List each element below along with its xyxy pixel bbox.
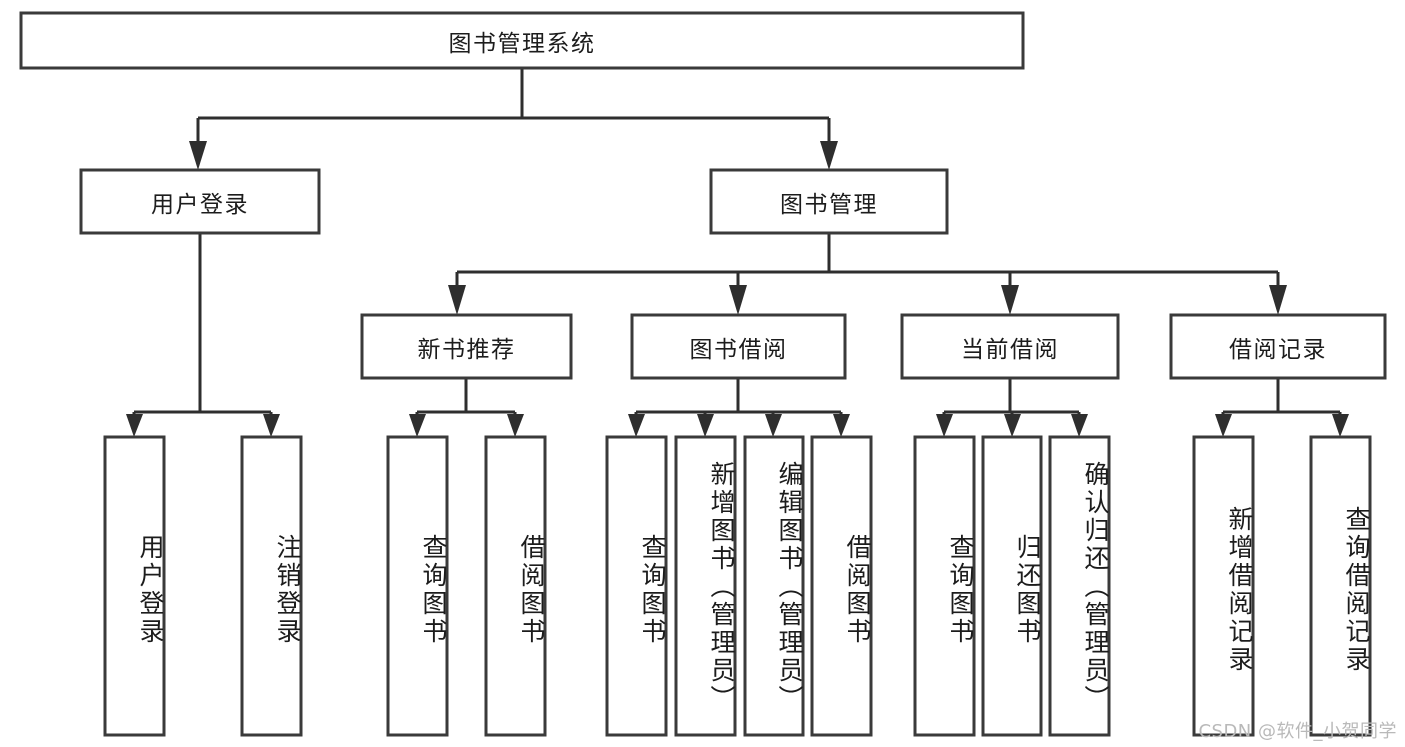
arrowhead-leaf-confirm-return <box>1071 414 1088 437</box>
arrowhead-user-login <box>189 141 207 170</box>
arrowhead-leaf-add-record <box>1215 414 1232 437</box>
node-leaf-edit-book[interactable] <box>743 435 805 737</box>
arrowhead-current-borrow <box>1001 285 1019 315</box>
arrowhead-leaf-logout-login <box>263 414 280 437</box>
node-book-borrow[interactable] <box>630 313 847 380</box>
arrowhead-leaf-return-book <box>1004 414 1021 437</box>
edge-group-current-borrow <box>936 378 1088 437</box>
edge-group-user-login <box>126 233 280 437</box>
arrowhead-new-book-recommend <box>448 285 466 315</box>
node-root[interactable] <box>19 11 1025 70</box>
node-leaf-borrow-book-1[interactable] <box>484 435 547 737</box>
arrowhead-leaf-borrow-book-1 <box>507 414 524 437</box>
arrowhead-leaf-borrow-book-2 <box>833 414 850 437</box>
node-leaf-query-book-2[interactable] <box>605 435 668 737</box>
edge-group-root <box>189 68 838 170</box>
edge-group-book-borrow <box>628 378 850 437</box>
node-new-book-recommend[interactable] <box>360 313 573 380</box>
edge-group-borrow-record <box>1215 378 1349 437</box>
node-current-borrow[interactable] <box>900 313 1120 380</box>
arrowhead-leaf-add-book <box>697 414 714 437</box>
node-leaf-borrow-book-2[interactable] <box>810 435 873 737</box>
node-borrow-record[interactable] <box>1169 313 1387 380</box>
arrowhead-book-manage <box>820 141 838 170</box>
node-leaf-add-record[interactable] <box>1192 435 1255 737</box>
edge-group-new-book-recommend <box>409 378 524 437</box>
arrowhead-borrow-record <box>1269 285 1287 315</box>
node-leaf-query-book-1[interactable] <box>386 435 449 737</box>
node-leaf-query-record[interactable] <box>1309 435 1372 737</box>
arrowhead-leaf-query-book-1 <box>409 414 426 437</box>
arrowhead-leaf-query-record <box>1332 414 1349 437</box>
arrowhead-leaf-query-book-3 <box>936 414 953 437</box>
node-leaf-return-book[interactable] <box>981 435 1043 737</box>
node-leaf-user-login[interactable] <box>103 435 166 737</box>
watermark-text: CSDN @软件_小贺同学 <box>1198 721 1397 742</box>
arrowhead-leaf-edit-book <box>765 414 782 437</box>
edge-group-book-manage <box>448 233 1287 315</box>
node-book-manage[interactable] <box>709 168 949 235</box>
arrowhead-leaf-user-login <box>126 414 143 437</box>
node-user-login[interactable] <box>79 168 321 235</box>
node-leaf-confirm-return[interactable] <box>1048 435 1111 737</box>
node-leaf-logout-login[interactable] <box>240 435 303 737</box>
node-leaf-query-book-3[interactable] <box>913 435 976 737</box>
arrowhead-book-borrow <box>729 285 747 315</box>
arrowhead-leaf-query-book-2 <box>628 414 645 437</box>
node-leaf-add-book[interactable] <box>674 435 737 737</box>
